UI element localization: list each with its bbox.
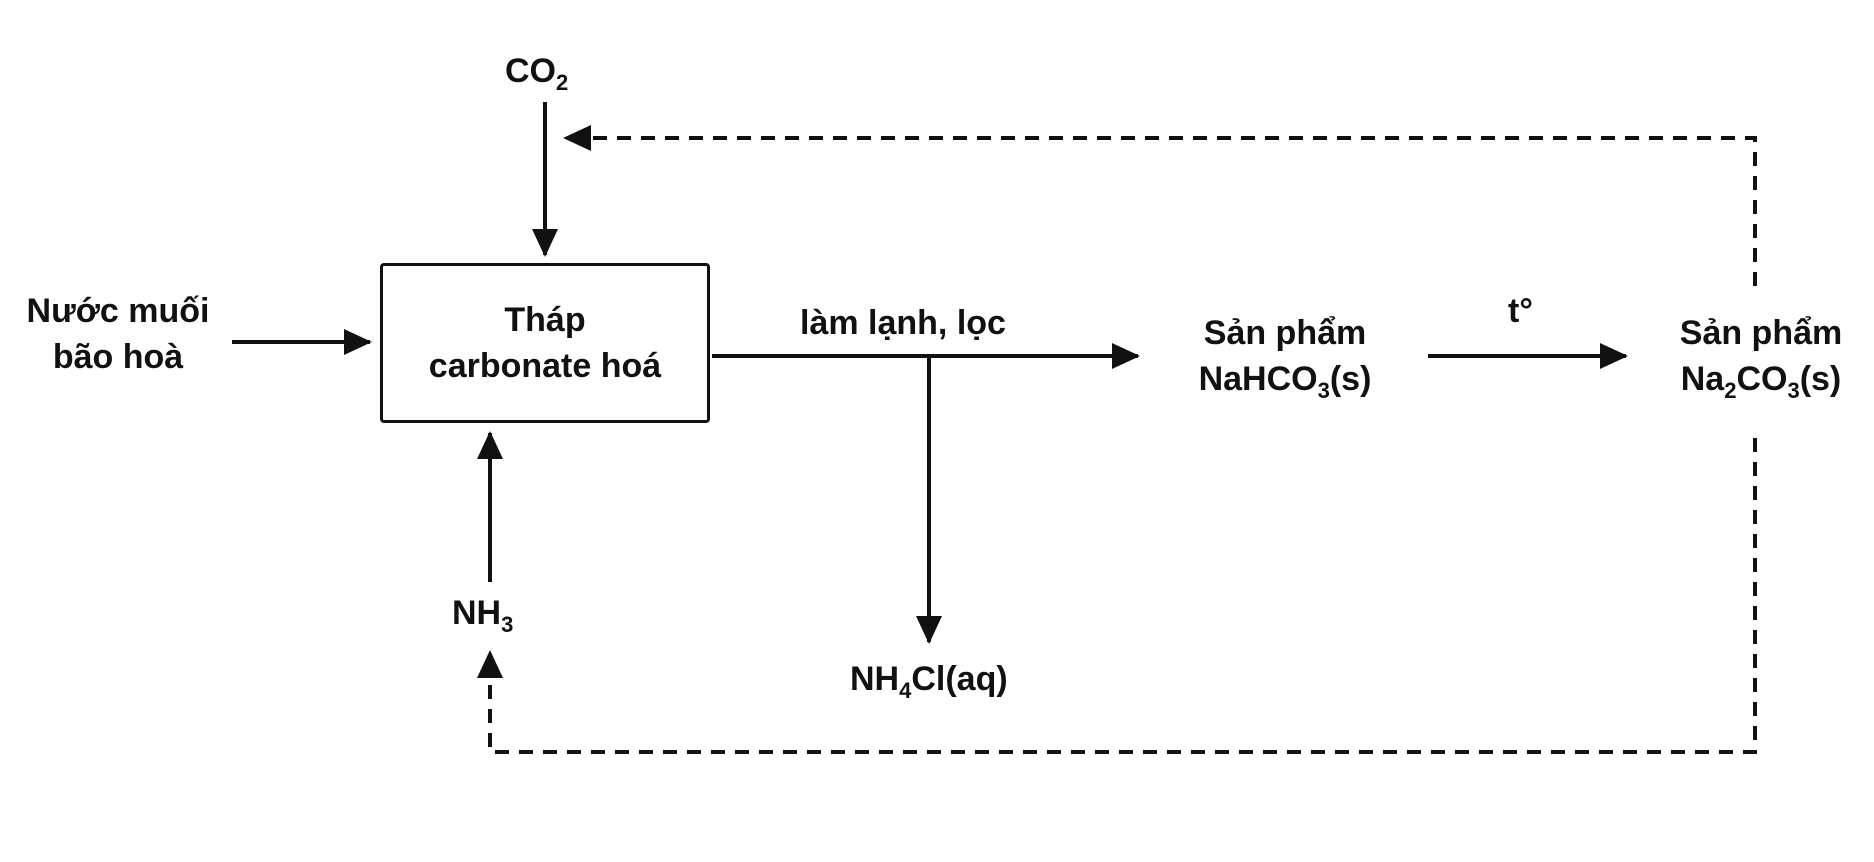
tower-line2: carbonate hoá — [428, 347, 662, 385]
na2co3-label: Sản phẩm Na2CO3(s) — [1656, 310, 1866, 402]
na2co3-tail: (s) — [1799, 360, 1842, 398]
na2co3-line1: Sản phẩm — [1679, 314, 1843, 352]
na2co3-base1: Na — [1680, 360, 1725, 398]
nh4cl-base: NH — [850, 660, 900, 698]
co2-sub: 2 — [556, 70, 569, 95]
na2co3-formula: Na2CO3(s) — [1656, 356, 1866, 402]
nh4cl-sub: 4 — [899, 678, 912, 703]
co2-label: CO2 — [505, 48, 568, 94]
nh4cl-label: NH4Cl(aq) — [850, 656, 1008, 702]
nh3-base: NH — [452, 594, 502, 632]
nahco3-formula: NaHCO3(s) — [1170, 356, 1400, 402]
nh3-sub: 3 — [501, 612, 514, 637]
na2co3-sub1: 2 — [1724, 378, 1737, 403]
na2co3-sub2: 3 — [1787, 378, 1800, 403]
tower-line1: Tháp — [504, 301, 586, 339]
nahco3-label: Sản phẩm NaHCO3(s) — [1170, 310, 1400, 402]
nahco3-tail: (s) — [1329, 360, 1372, 398]
cool-filter-label: làm lạnh, lọc — [800, 304, 1006, 342]
nh3-recycle-line — [477, 438, 1757, 754]
na2co3-base2: CO — [1736, 360, 1788, 398]
nh3-label: NH3 — [452, 590, 513, 636]
nh4cl-tail: Cl(aq) — [911, 660, 1008, 698]
brine-line1: Nước muối — [26, 292, 210, 330]
temperature-label: t° — [1508, 292, 1533, 330]
brine-label: Nước muối bão hoà — [18, 288, 218, 380]
brine-line2: bão hoà — [52, 338, 184, 376]
nahco3-base: NaHCO — [1198, 360, 1318, 398]
carbonation-tower: Tháp carbonate hoá — [380, 263, 710, 423]
nahco3-line1: Sản phẩm — [1203, 314, 1367, 352]
nahco3-sub: 3 — [1317, 378, 1330, 403]
co2-recycle-line — [563, 125, 1757, 286]
co2-base: CO — [505, 52, 556, 90]
